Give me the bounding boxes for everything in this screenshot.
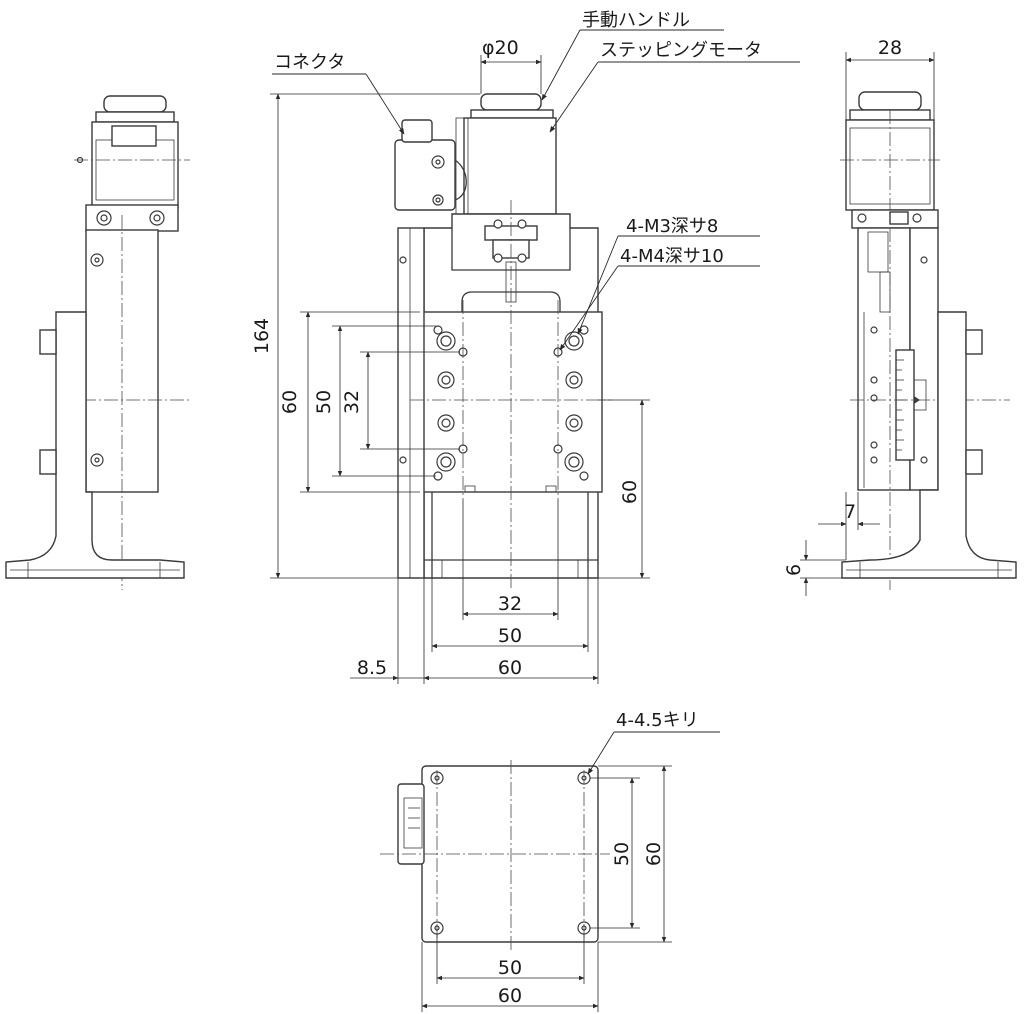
dim-side28: 28 <box>878 37 902 59</box>
front-dimensions <box>270 55 650 684</box>
dim-v50: 50 <box>313 390 335 414</box>
dim-bottom-v60: 60 <box>643 842 665 866</box>
dim-v60: 60 <box>279 390 301 414</box>
scale-ticks <box>896 359 906 451</box>
drawing-labels: 手動ハンドル ステッピングモータ コネクタ φ20 4-M3深サ8 4-M4深サ… <box>251 10 902 1007</box>
label-diameter: φ20 <box>482 37 519 59</box>
dim-right60: 60 <box>619 480 641 504</box>
dim-v32: 32 <box>341 390 363 414</box>
dim-h60: 60 <box>498 657 522 679</box>
label-handle: 手動ハンドル <box>582 10 690 31</box>
label-m4: 4-M4深サ10 <box>620 246 724 267</box>
right-side-view <box>840 91 1017 590</box>
right-dimensions <box>800 52 935 596</box>
dim-bottom-v50: 50 <box>611 842 633 866</box>
bottom-dimensions <box>421 765 672 1012</box>
label-kiri: 4-4.5キリ <box>616 710 699 731</box>
dim-side7: 7 <box>844 501 856 523</box>
leader-lines <box>272 29 800 775</box>
left-side-view <box>5 95 190 590</box>
dim-bottom-h60: 60 <box>498 985 522 1007</box>
dim-bottom-h50: 50 <box>498 957 522 979</box>
label-motor: ステッピングモータ <box>600 40 762 61</box>
dim-side6: 6 <box>783 564 805 576</box>
front-view <box>394 93 612 590</box>
label-connector: コネクタ <box>274 52 345 73</box>
label-m3: 4-M3深サ8 <box>626 216 718 237</box>
bottom-view <box>380 760 610 950</box>
dim-offset: 8.5 <box>357 657 387 679</box>
dim-h50: 50 <box>498 625 522 647</box>
dim-h32: 32 <box>498 593 522 615</box>
dim-164: 164 <box>251 318 273 354</box>
